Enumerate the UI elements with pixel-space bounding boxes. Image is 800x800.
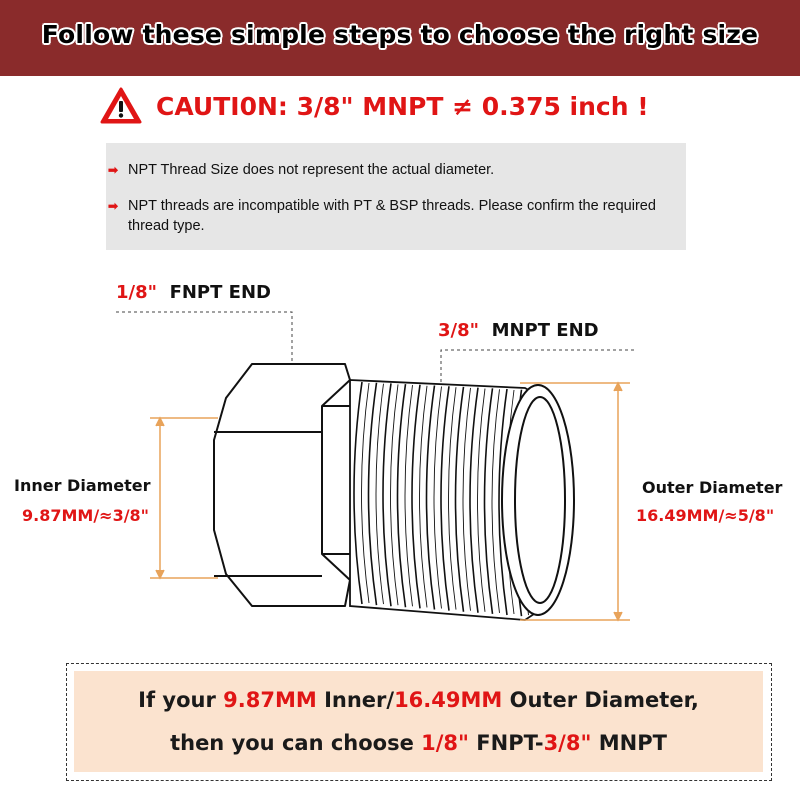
thread-ridge bbox=[425, 385, 436, 610]
arrow-right-icon: ➡ bbox=[108, 163, 119, 177]
fnpt-end-label: 1/8" FNPT END bbox=[116, 282, 271, 303]
thread-ridge bbox=[382, 383, 392, 607]
result-line-1: If your 9.87MM Inner/16.49MM Outer Diame… bbox=[138, 688, 699, 712]
mnpt-end-label: 3/8" MNPT END bbox=[438, 320, 599, 341]
thread-ridge bbox=[396, 383, 407, 608]
mnpt-callout-line bbox=[440, 349, 634, 420]
thread-ridge bbox=[404, 385, 413, 607]
thread-ridge bbox=[419, 385, 428, 608]
inner-diameter-dimension bbox=[150, 416, 218, 580]
inner-diameter-value: 9.87MM/≈3/8" bbox=[22, 506, 150, 525]
caution-text: CAUTI0N: 3/8" MNPT ≠ 0.375 inch ! bbox=[156, 91, 649, 121]
header-banner bbox=[0, 0, 800, 76]
note-item: ➡ NPT threads are incompatible with PT &… bbox=[108, 196, 678, 236]
outer-diameter-dimension bbox=[520, 381, 630, 622]
thread-ridge bbox=[411, 384, 421, 609]
pipe-end bbox=[501, 384, 575, 616]
thread-ridge bbox=[498, 388, 508, 616]
thread-ridge bbox=[448, 387, 457, 610]
thread-ridge bbox=[390, 384, 399, 606]
outer-diameter-title: Outer Diameter bbox=[642, 478, 783, 497]
caution-line: CAUTI0N: 3/8" MNPT ≠ 0.375 inch ! bbox=[100, 86, 649, 126]
arrow-right-icon: ➡ bbox=[108, 199, 119, 213]
thread-ridge bbox=[361, 382, 370, 604]
page-title: Follow these simple steps to choose the … bbox=[41, 20, 759, 49]
thread-ridge bbox=[454, 386, 465, 612]
fnpt-callout-line bbox=[116, 311, 293, 387]
thread-ridge bbox=[433, 386, 442, 609]
thread-ridge bbox=[469, 387, 479, 613]
note-text: NPT Thread Size does not represent the a… bbox=[128, 162, 495, 178]
outer-diameter-value: 16.49MM/≈5/8" bbox=[636, 506, 775, 525]
thread-ridge bbox=[353, 381, 363, 605]
note-text: NPT threads are incompatible with PT & B… bbox=[128, 198, 656, 234]
thread-ridge bbox=[483, 388, 494, 615]
thread-ridge bbox=[440, 386, 450, 611]
thread-ridge bbox=[491, 389, 500, 613]
note-item: ➡ NPT Thread Size does not represent the… bbox=[108, 160, 494, 180]
thread-ridge bbox=[462, 387, 471, 611]
result-box: If your 9.87MM Inner/16.49MM Outer Diame… bbox=[66, 663, 772, 781]
warning-icon bbox=[100, 87, 142, 124]
notes-box: ➡ NPT Thread Size does not represent the… bbox=[106, 143, 686, 250]
thread-ridge bbox=[367, 382, 378, 606]
result-line-2: then you can choose 1/8" FNPT-3/8" MNPT bbox=[170, 731, 667, 755]
thread-ridge bbox=[477, 388, 486, 612]
thread-ridge bbox=[375, 383, 384, 605]
inner-diameter-title: Inner Diameter bbox=[14, 476, 151, 495]
result-panel: If your 9.87MM Inner/16.49MM Outer Diame… bbox=[74, 671, 763, 772]
hex-nut bbox=[213, 363, 351, 607]
